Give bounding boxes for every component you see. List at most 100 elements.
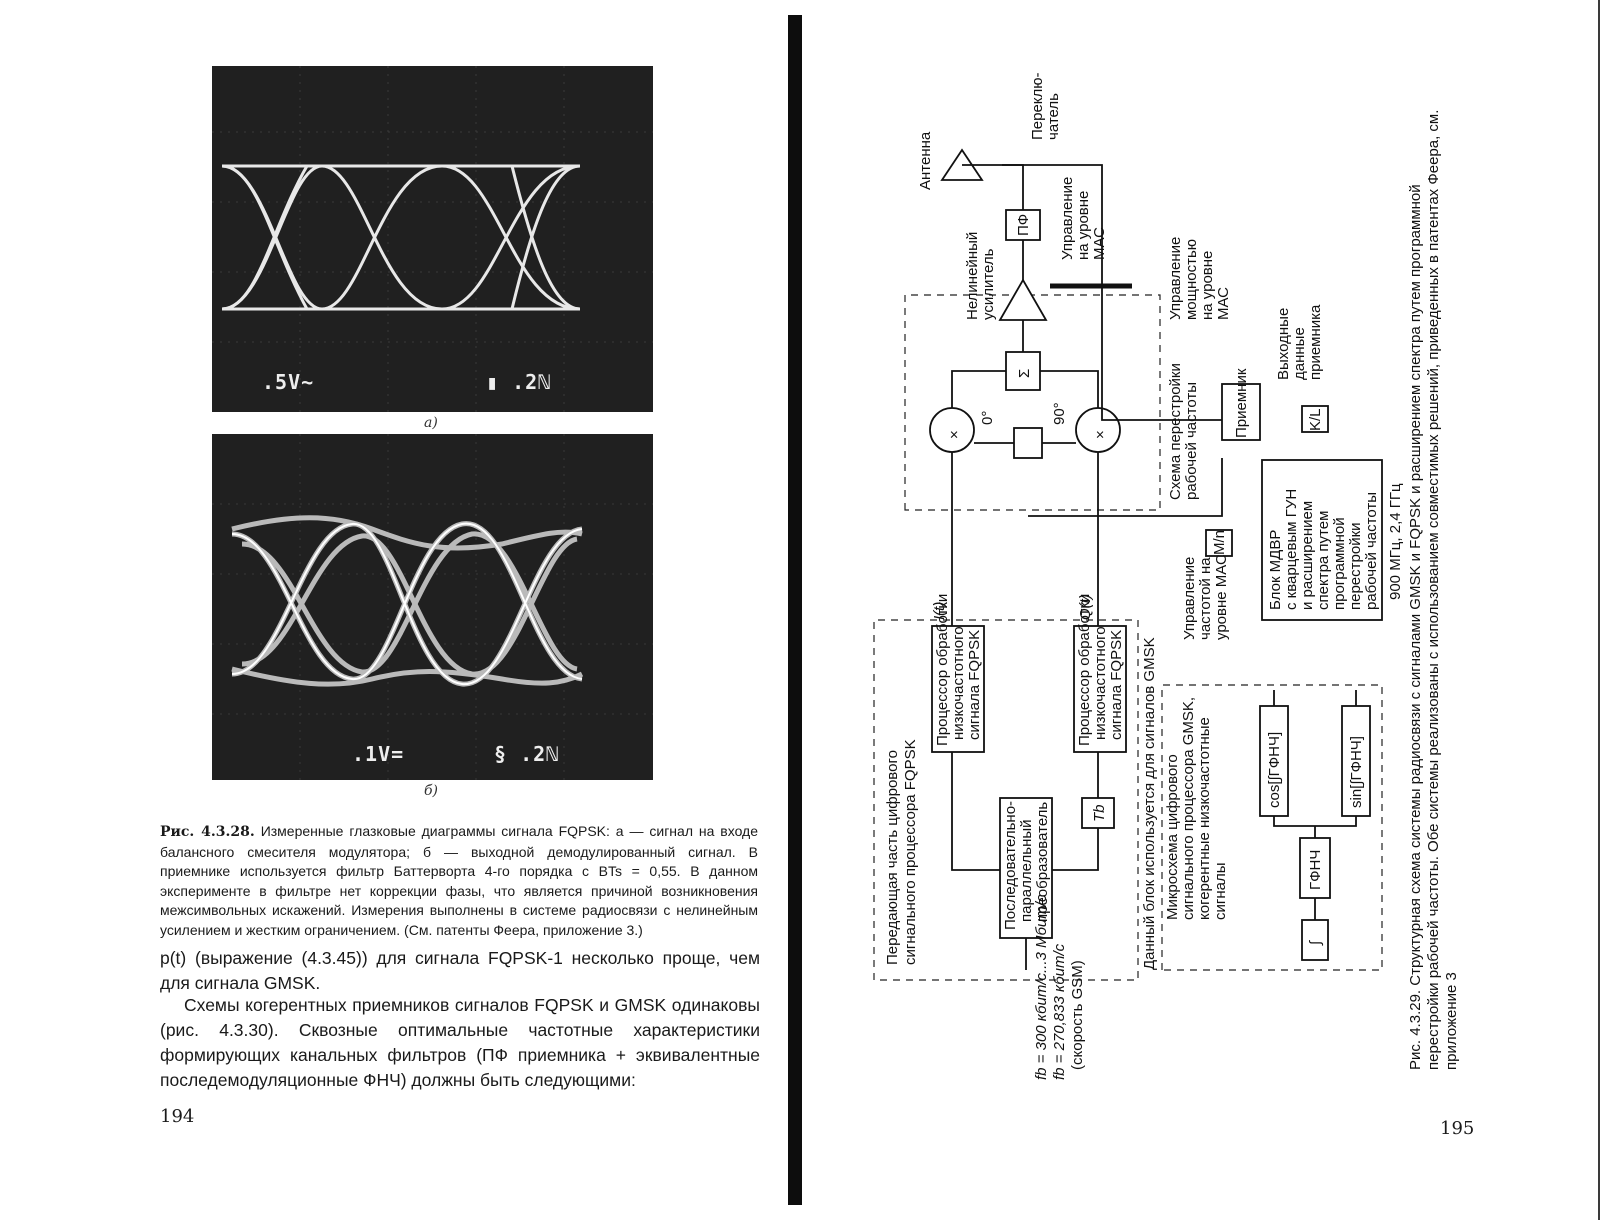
kl-box bbox=[1301, 405, 1329, 433]
vco-6: перестройки bbox=[1347, 522, 1364, 610]
vco-7: рабочей частоты bbox=[1363, 492, 1380, 610]
tb-label: Tb bbox=[1091, 804, 1108, 822]
right-caption-2: перестройки рабочей частоты. Обе системы… bbox=[1425, 110, 1442, 1070]
left-page: .5V~ ▮ .2ℕ a) .1V= bbox=[0, 0, 790, 1220]
sum-label: Σ bbox=[1016, 369, 1033, 378]
output-3: приемника bbox=[1307, 304, 1324, 380]
vco-block bbox=[1261, 459, 1383, 621]
paragraph-2: Схемы когерентных приемников сигналов FQ… bbox=[160, 995, 760, 1090]
gmsk-chip-4: сигналы bbox=[1212, 862, 1229, 920]
amp-label-1: Нелинейный bbox=[964, 232, 981, 320]
proc-q-line1: Процессор обработки bbox=[1076, 594, 1093, 746]
retune-group bbox=[904, 294, 1161, 511]
rate-3: (скорость GSM) bbox=[1069, 960, 1086, 1070]
retune-title-2: рабочей частоты bbox=[1183, 382, 1200, 500]
sp-line2: параллельный bbox=[1018, 819, 1035, 922]
gmsk-note: Данный блок используется для сигналов GM… bbox=[1141, 637, 1158, 970]
vco-5: программной bbox=[1331, 517, 1348, 610]
integrator-label: ∫ bbox=[1307, 939, 1324, 946]
amp-label-2: усилитель bbox=[980, 248, 997, 320]
scope-b-sublabel: б) bbox=[424, 783, 439, 799]
rate-1: fb = 300 кбит/с...3 Мбит/с bbox=[1033, 894, 1050, 1080]
gfnch-label: ГФНЧ bbox=[1307, 850, 1324, 890]
sin-label: sin[∫ГФНЧ] bbox=[1348, 736, 1365, 808]
right-page: Передающая часть цифрового сигнального п… bbox=[802, 0, 1609, 1220]
gmsk-chip-3: когерентные низкочастотные bbox=[1196, 717, 1213, 920]
vco-4: спектра путем bbox=[1315, 511, 1332, 610]
antenna-label: Антенна bbox=[917, 131, 934, 190]
mixers-to-sum bbox=[951, 370, 1099, 408]
figure-caption-4-3-28: Рис. 4.3.28. Измеренные глазковые диагра… bbox=[160, 822, 758, 940]
vco-2: с кварцевым ГУН bbox=[1283, 489, 1300, 610]
eye-diagram-a: .5V~ ▮ .2ℕ bbox=[212, 66, 653, 412]
freq-feed bbox=[1028, 458, 1223, 517]
sp-to-proc-q bbox=[1052, 752, 1099, 871]
output-1: Выходные bbox=[1275, 308, 1292, 380]
band-label: 900 МГц, 2,4 ГГц bbox=[1387, 483, 1404, 600]
mn-label: M/n bbox=[1211, 530, 1228, 555]
antenna-symbol bbox=[940, 148, 984, 181]
caption-text: Измеренные глазковые диаграммы сигнала F… bbox=[160, 823, 759, 938]
scope-b-time-label: § .2ℕ bbox=[494, 742, 560, 766]
sp-line3: преобразователь bbox=[1034, 802, 1051, 922]
power-ctrl-3: на уровне bbox=[1199, 251, 1216, 320]
scope-b-voltage-label: .1V= bbox=[352, 742, 405, 766]
gmsk-connections bbox=[1273, 690, 1357, 920]
retune-title-1: Схема перестройки bbox=[1167, 363, 1184, 500]
receiver-box bbox=[1221, 383, 1261, 441]
proc-q-line2: низкочастотного bbox=[1092, 626, 1109, 740]
tx-part-title-1: Передающая часть цифрового bbox=[884, 750, 901, 965]
mixer-q-sign: × bbox=[1092, 430, 1109, 439]
q-label: Q(t) bbox=[1077, 594, 1094, 620]
eye-diagram-b-graphic bbox=[212, 434, 653, 780]
rate-2: fb = 270,833 кбит/с bbox=[1051, 943, 1068, 1080]
scope-a-time-label: ▮ .2ℕ bbox=[486, 370, 552, 394]
freq-ctrl-1: Управление bbox=[1181, 557, 1198, 640]
deg0-label: 0° bbox=[979, 411, 996, 425]
receiver-label: Приемник bbox=[1233, 368, 1250, 438]
deg90-label: 90° bbox=[1051, 402, 1068, 425]
page-number-left: 194 bbox=[160, 1106, 195, 1127]
scope-a-sublabel: a) bbox=[424, 415, 438, 431]
cos-label: cos[∫ГФНЧ] bbox=[1266, 732, 1283, 808]
block-diagram: Передающая часть цифрового сигнального п… bbox=[873, 72, 1460, 1080]
i-label: I(t) bbox=[931, 602, 948, 620]
sp-line1: Последовательно- bbox=[1002, 801, 1019, 930]
vco-3: и расширением bbox=[1299, 501, 1316, 610]
mac-ctrl-2: на уровне bbox=[1075, 191, 1092, 260]
scope-a-voltage-label: .5V~ bbox=[262, 370, 315, 394]
caption-fig-label: Рис. 4.3.28. bbox=[160, 824, 255, 840]
power-ctrl-4: МАС bbox=[1215, 287, 1232, 320]
power-ctrl-1: Управление bbox=[1167, 237, 1184, 320]
power-ctrl-2: мощностью bbox=[1183, 239, 1200, 320]
output-2: данные bbox=[1291, 327, 1308, 380]
bpf-label: ПФ bbox=[1015, 214, 1032, 236]
switch-label-1: Переклю- bbox=[1029, 72, 1046, 140]
gmsk-chip-2: сигнального процессора GMSK, bbox=[1180, 697, 1197, 920]
book-spine bbox=[788, 15, 802, 1205]
switch-label-2: чатель bbox=[1045, 93, 1062, 140]
proc-q-box bbox=[1073, 625, 1127, 753]
gmsk-chip-1: Микросхема цифрового bbox=[1164, 754, 1181, 920]
mn-box bbox=[1205, 529, 1233, 557]
page-number-right: 195 bbox=[1440, 1118, 1475, 1139]
mac-ctrl-1: Управление bbox=[1059, 177, 1076, 260]
switch-to-receiver bbox=[1002, 164, 1222, 421]
gmsk-group bbox=[1161, 684, 1383, 971]
eye-diagram-b: .1V= § .2ℕ bbox=[212, 434, 653, 780]
proc-i-line3: сигнала FQPSK bbox=[966, 630, 983, 740]
vco-1: Блок МДВР bbox=[1267, 530, 1284, 610]
right-caption-3: приложение 3 bbox=[1443, 972, 1460, 1070]
proc-i-line1: Процессор обработки bbox=[934, 594, 951, 746]
proc-i-line2: низкочастотного bbox=[950, 626, 967, 740]
amplifier-triangle bbox=[998, 278, 1048, 321]
mac-ctrl-3: МАС bbox=[1091, 227, 1108, 260]
rotated-figure: Передающая часть цифрового сигнального п… bbox=[802, 0, 1609, 1220]
sp-to-proc-i bbox=[951, 752, 1000, 871]
right-caption-1: Рис. 4.3.29. Структурная схема системы р… bbox=[1407, 184, 1424, 1070]
mixer-i-sign: × bbox=[946, 430, 963, 439]
page-edge bbox=[1598, 0, 1600, 1220]
eye-diagram-a-graphic bbox=[212, 66, 653, 412]
paragraph-1: p(t) (выражение (4.3.45)) для сигнала FQ… bbox=[160, 948, 760, 993]
freq-ctrl-2: частотой на- bbox=[1197, 552, 1214, 640]
